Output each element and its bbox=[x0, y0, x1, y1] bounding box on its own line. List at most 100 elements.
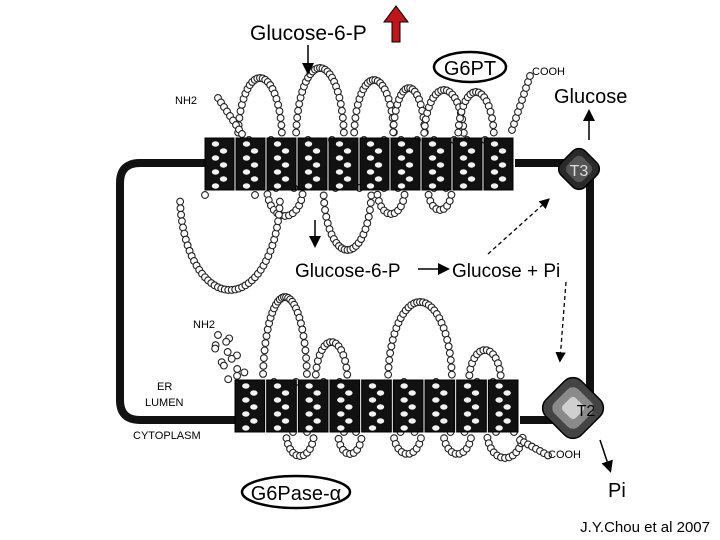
helix-residue bbox=[490, 182, 499, 190]
helix-residue bbox=[336, 382, 346, 390]
helix-residue bbox=[242, 182, 251, 190]
residue-bead bbox=[262, 332, 271, 340]
glucose-out-label: Glucose bbox=[554, 86, 627, 108]
helix-residue bbox=[471, 417, 480, 425]
helix-residue bbox=[336, 424, 346, 432]
helix-residue bbox=[405, 175, 414, 183]
helix-residue bbox=[407, 389, 417, 397]
residue-bead bbox=[276, 114, 285, 122]
residue-bead bbox=[420, 128, 429, 137]
residue-bead bbox=[275, 197, 284, 206]
helix-residue bbox=[399, 410, 409, 418]
residue-bead bbox=[301, 346, 310, 355]
helix-residue bbox=[397, 154, 406, 162]
residue-bead bbox=[274, 217, 283, 226]
residue-bead bbox=[443, 335, 452, 344]
helix-residue bbox=[428, 182, 437, 190]
residue-bead bbox=[526, 72, 534, 80]
residue-bead bbox=[373, 190, 382, 199]
er-lumen-label-line2: LUMEN bbox=[145, 397, 184, 409]
helix-residue bbox=[219, 161, 228, 169]
nh2-top-label: NH2 bbox=[175, 95, 197, 107]
helix-residue bbox=[467, 161, 476, 169]
helix-residue bbox=[242, 154, 251, 162]
helix-residue bbox=[343, 175, 352, 183]
residue-bead bbox=[486, 107, 495, 116]
helix-residue bbox=[281, 161, 290, 169]
residue-bead bbox=[177, 210, 186, 219]
helix-residue bbox=[467, 147, 476, 155]
helix-residue bbox=[399, 424, 409, 432]
helix-residue bbox=[304, 168, 313, 176]
helix-residue bbox=[312, 417, 322, 425]
residue-bead bbox=[274, 100, 283, 109]
helix-residue bbox=[436, 147, 445, 155]
residue-bead bbox=[219, 361, 228, 370]
residue-bead bbox=[399, 197, 408, 205]
g6pt-oval bbox=[432, 50, 508, 84]
residue-bead bbox=[488, 114, 496, 123]
residue-bead bbox=[351, 113, 360, 122]
helix-residue bbox=[428, 154, 437, 162]
residue-bead bbox=[339, 121, 348, 129]
residue-bead bbox=[295, 100, 304, 108]
residue-bead bbox=[275, 107, 284, 116]
residue-bead bbox=[302, 354, 311, 363]
residue-bead bbox=[294, 106, 303, 115]
residue-bead bbox=[454, 121, 463, 130]
helix-residue bbox=[211, 154, 220, 162]
helix-residue bbox=[502, 403, 512, 411]
helix-residue bbox=[397, 182, 406, 190]
arrow-glucose-to-t3 bbox=[487, 198, 550, 255]
helix-residue bbox=[366, 168, 375, 176]
residue-bead bbox=[259, 354, 268, 363]
residue-bead bbox=[176, 204, 185, 213]
helix-residue bbox=[312, 403, 322, 411]
up-arrow-icon bbox=[383, 5, 409, 43]
cooh-top-label: COOH bbox=[532, 66, 565, 78]
residue-bead bbox=[236, 107, 245, 116]
residue-bead bbox=[240, 368, 249, 377]
helix-residue bbox=[249, 403, 259, 411]
residue-bead bbox=[311, 370, 320, 379]
residue-bead bbox=[389, 120, 398, 129]
g6pt-label: G6PT bbox=[444, 58, 496, 80]
residue-bead bbox=[275, 204, 284, 213]
helix-residue bbox=[376, 417, 385, 425]
residue-bead bbox=[390, 113, 399, 122]
residue-bead bbox=[444, 342, 453, 351]
residue-bead bbox=[350, 121, 359, 130]
residue-bead bbox=[366, 198, 375, 207]
residue-bead bbox=[211, 344, 220, 353]
helix-residue bbox=[304, 424, 314, 432]
residue-bead bbox=[259, 369, 268, 378]
residue-bead bbox=[233, 365, 242, 373]
helix-residue bbox=[273, 382, 282, 390]
helix-residue bbox=[273, 168, 282, 176]
residue-bead bbox=[309, 434, 318, 443]
helix-residue bbox=[368, 424, 377, 432]
residue-bead bbox=[420, 121, 429, 130]
nh2-bottom-label: NH2 bbox=[193, 319, 215, 331]
helix-residue bbox=[374, 175, 383, 183]
helix-residue bbox=[249, 417, 259, 425]
residue-bead bbox=[238, 130, 246, 138]
helix-residue bbox=[471, 389, 480, 397]
helix-residue bbox=[463, 396, 472, 404]
residue-bead bbox=[385, 356, 394, 365]
helix-residue bbox=[304, 396, 314, 404]
helix-residue bbox=[490, 140, 499, 148]
reaction-substrate-label: Glucose-6-P bbox=[295, 261, 401, 282]
residue-bead bbox=[176, 197, 185, 206]
helix-residue bbox=[459, 154, 468, 162]
residue-bead bbox=[496, 371, 505, 380]
helix-residue bbox=[281, 389, 290, 397]
residue-bead bbox=[365, 206, 374, 214]
er-lumen-label-line1: ER bbox=[157, 381, 172, 393]
helix-residue bbox=[366, 154, 375, 162]
helix-residue bbox=[250, 175, 259, 183]
helix-residue bbox=[304, 182, 313, 190]
reaction-products-label: Glucose + Pi bbox=[452, 261, 560, 282]
helix-residue bbox=[490, 154, 499, 162]
helix-residue bbox=[281, 147, 290, 155]
